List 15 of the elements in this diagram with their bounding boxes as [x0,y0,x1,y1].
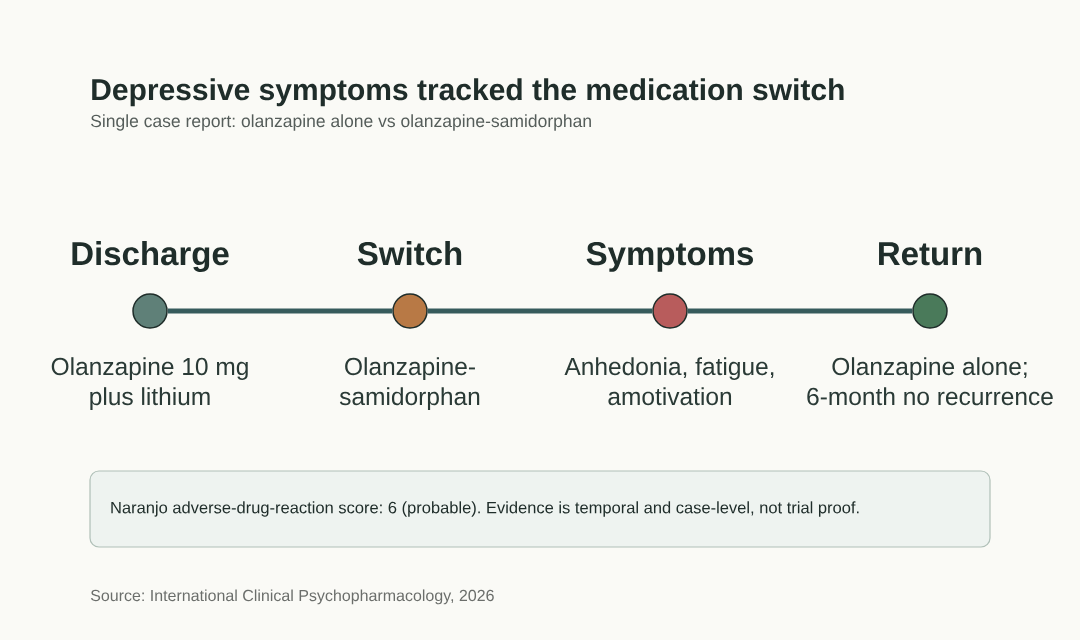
connector-line [167,308,393,314]
event-description: Olanzapine 10 mg plus lithium [51,357,248,411]
event-heading: Switch [357,241,462,266]
note-box: Naranjo adverse-drug-reaction score: 6 (probable). Evidence is temporal and case-level, not trial proof. [89,470,991,548]
event-heading: Discharge [72,241,229,272]
event-description: Olanzapine alone; 6-month no recurrence [807,357,1053,406]
source-note: Source: International Clinical Psychopharmacology, 2026 [90,589,494,605]
subtitle: Single case report: olanzapine alone vs olanzapine-samidorphan [91,114,591,131]
event-heading: Return [879,242,982,266]
event-description: Anhedonia, fatigue, amotivation [564,357,774,406]
title: Depressive symptoms tracked the medication switch [92,78,844,107]
connector-line [687,308,913,314]
event-heading: Symptoms [586,241,753,272]
event-description: Olanzapine-samidorphan [339,357,480,411]
connector-line [427,308,653,314]
